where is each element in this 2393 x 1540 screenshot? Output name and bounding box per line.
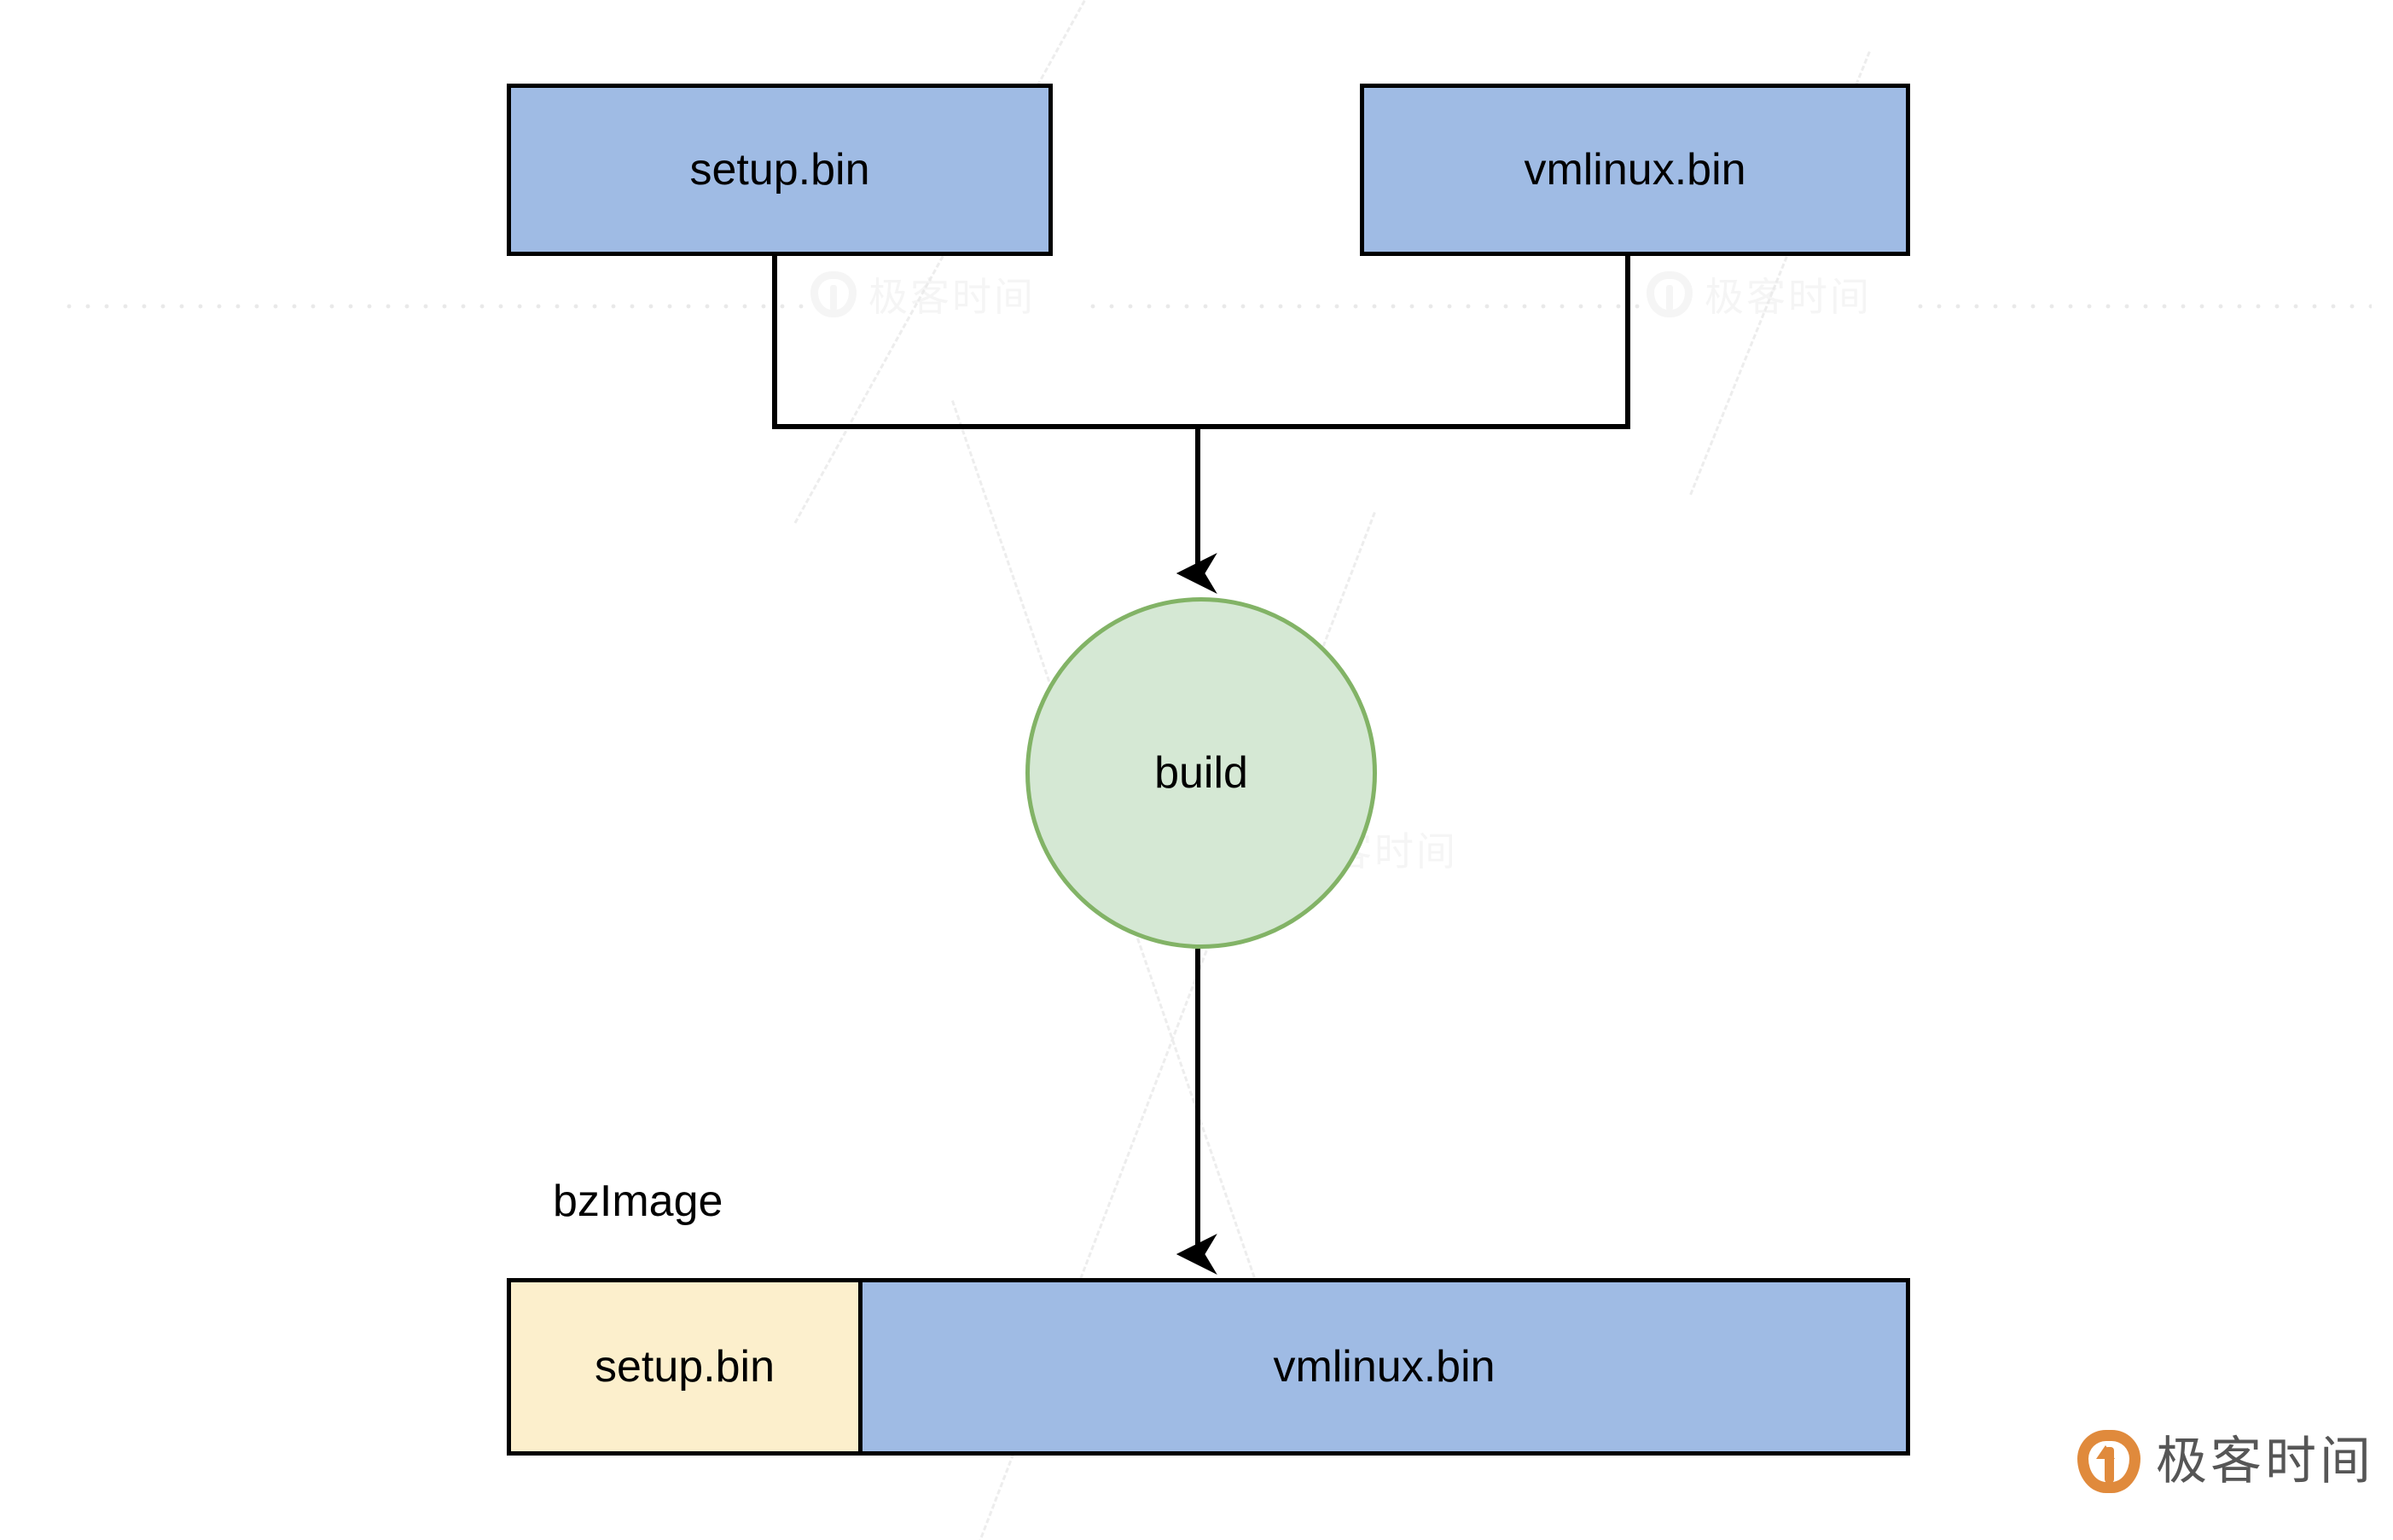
bzimage-segment-setup[interactable]: setup.bin [511,1282,863,1451]
brand-name: 极客时间 [2156,1432,2374,1491]
node-vmlinux-bin-input[interactable]: vmlinux.bin [1360,84,1910,256]
segment-label: setup.bin [594,1342,775,1392]
bzimage-caption: bzImage [553,1177,723,1226]
node-label: build [1154,748,1248,798]
location-pin-icon [2077,1430,2140,1493]
node-label: vmlinux.bin [1524,145,1746,195]
node-label: setup.bin [689,145,870,195]
node-build-step[interactable]: build [1025,597,1377,949]
brand-logo: 极客时间 [2077,1430,2374,1493]
bzimage-segment-vmlinux[interactable]: vmlinux.bin [863,1282,1906,1451]
node-setup-bin-input[interactable]: setup.bin [507,84,1053,256]
bzimage-output-bar[interactable]: setup.bin vmlinux.bin [507,1278,1910,1456]
segment-label: vmlinux.bin [1273,1342,1496,1392]
